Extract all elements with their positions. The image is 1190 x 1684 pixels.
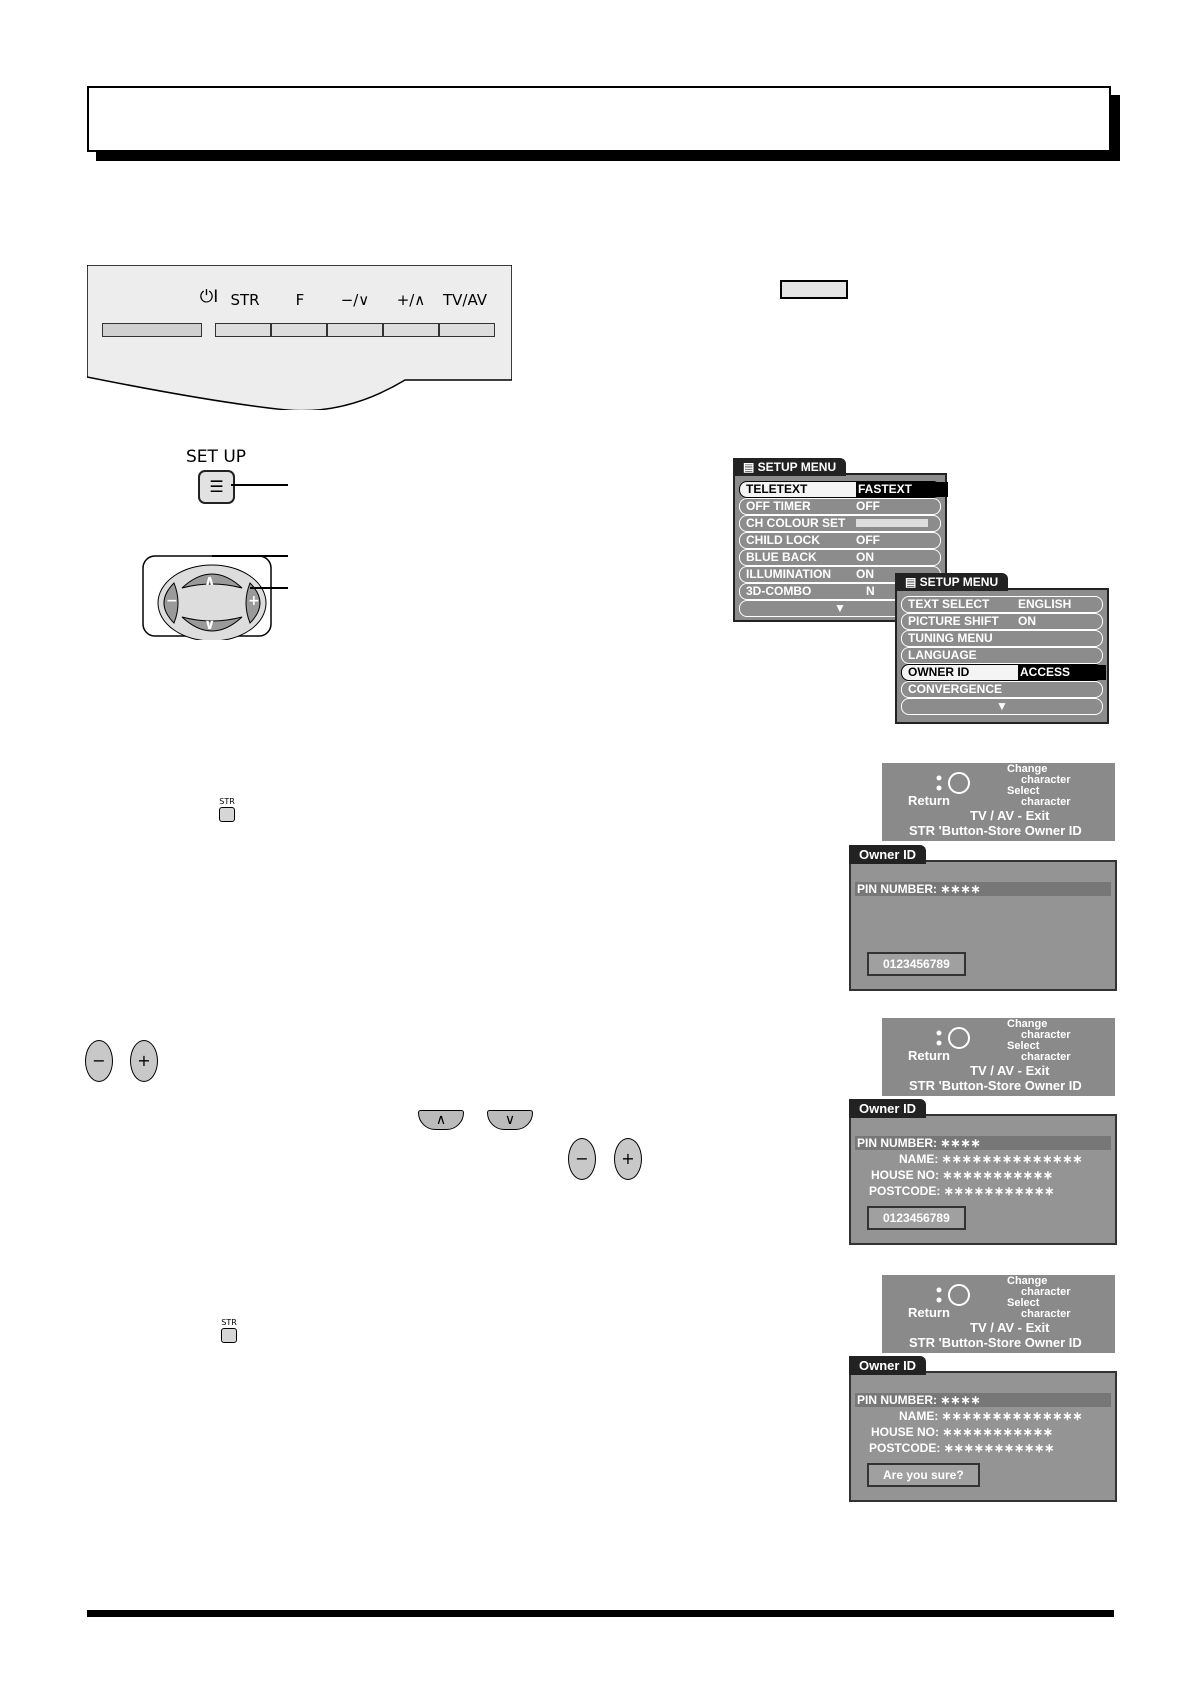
dpad-mini-icon [926, 1018, 1016, 1062]
postcode-row[interactable]: POSTCODE: ∗∗∗∗∗∗∗∗∗∗∗ [869, 1184, 1055, 1198]
menu-row-convergence[interactable]: CONVERGENCE [901, 681, 1103, 698]
menu-icon: ▤ [905, 575, 920, 589]
down-arrow-icon[interactable]: ∨ [487, 1110, 533, 1130]
panel-label-minus: −/∨ [340, 291, 370, 309]
dpad-mini-icon [926, 1275, 1016, 1319]
panel-minus-button[interactable] [327, 323, 383, 337]
menu-more-icon[interactable]: ▼ [739, 600, 941, 617]
plus-icon[interactable]: + [614, 1138, 642, 1180]
owner-id-panel-1: Owner ID PIN NUMBER: ∗∗∗∗ 0123456789 [849, 845, 1117, 991]
setup-button[interactable]: ☰ [198, 470, 235, 504]
help-panel-2: Change character Select character Return… [882, 1018, 1115, 1096]
direction-pad: ∧ ∨ − + [142, 555, 272, 642]
leader-line [212, 555, 288, 557]
dpad-mini-icon [926, 763, 970, 799]
str-button[interactable]: STR [219, 1318, 239, 1343]
owner-id-panel-2: Owner ID PIN NUMBER: ∗∗∗∗ NAME: ∗∗∗∗∗∗∗∗… [849, 1099, 1117, 1245]
name-row[interactable]: NAME: ∗∗∗∗∗∗∗∗∗∗∗∗∗∗ [899, 1409, 1083, 1423]
leader-line [250, 587, 288, 589]
menu-more-icon[interactable]: ▼ [901, 698, 1103, 715]
setup-label: SET UP [186, 447, 247, 467]
help-panel-3: Change character Select character Return… [882, 1275, 1115, 1353]
tv-front-panel: ⏻I STR F −/∨ +/∧ TV/AV [87, 265, 512, 410]
postcode-row[interactable]: POSTCODE: ∗∗∗∗∗∗∗∗∗∗∗ [869, 1441, 1055, 1455]
direction-pad-shape [142, 555, 272, 642]
setup-menu-title: ▤ SETUP MENU [733, 458, 847, 476]
house-row[interactable]: HOUSE NO: ∗∗∗∗∗∗∗∗∗∗∗ [871, 1168, 1053, 1182]
panel-str-button[interactable] [215, 323, 271, 337]
menu-row-language[interactable]: LANGUAGE [901, 647, 1103, 664]
owner-id-title: Owner ID [849, 845, 927, 864]
menu-icon: ▤ [743, 460, 758, 474]
menu-row-tuning-menu[interactable]: TUNING MENU [901, 630, 1103, 647]
pin-row-bar [855, 1393, 1111, 1407]
power-label: ⏻I [199, 287, 219, 307]
button-key-icon [780, 280, 848, 299]
panel-shape [87, 265, 512, 410]
minus-icon[interactable]: − [85, 1040, 113, 1082]
minus-icon[interactable]: − [166, 593, 178, 609]
plus-icon[interactable]: + [130, 1040, 158, 1082]
colour-slider[interactable] [856, 519, 928, 527]
pin-row-bar [855, 882, 1111, 896]
panel-label-plus: +/∧ [396, 291, 426, 309]
menu-row-ch-colour-set[interactable]: CH COLOUR SET [739, 515, 941, 532]
confirm-button[interactable]: Are you sure? [867, 1463, 980, 1487]
owner-id-title: Owner ID [849, 1099, 927, 1118]
panel-label-tvav: TV/AV [442, 291, 488, 309]
footer-rule [87, 1610, 1114, 1617]
pin-row[interactable]: PIN NUMBER: ∗∗∗∗ [857, 1136, 981, 1150]
panel-label-f: F [295, 291, 305, 309]
panel-tvav-button[interactable] [439, 323, 495, 337]
pin-row-bar [855, 1136, 1111, 1150]
down-arrow-icon[interactable]: ∨ [204, 617, 216, 633]
page-title-box [87, 86, 1111, 152]
minus-icon[interactable]: − [568, 1138, 596, 1180]
panel-plus-button[interactable] [383, 323, 439, 337]
plus-icon[interactable]: + [248, 593, 260, 609]
help-panel-1: Change character Select character Return… [882, 763, 1115, 841]
pin-row[interactable]: PIN NUMBER: ∗∗∗∗ [857, 1393, 981, 1407]
leader-line [231, 484, 288, 486]
name-row[interactable]: NAME: ∗∗∗∗∗∗∗∗∗∗∗∗∗∗ [899, 1152, 1083, 1166]
up-arrow-icon[interactable]: ∧ [418, 1110, 464, 1130]
up-arrow-icon[interactable]: ∧ [204, 573, 216, 589]
digit-selector[interactable]: 0123456789 [867, 1206, 966, 1230]
panel-label-str: STR [230, 291, 260, 309]
pin-row[interactable]: PIN NUMBER: ∗∗∗∗ [857, 882, 981, 896]
owner-id-panel-3: Owner ID PIN NUMBER: ∗∗∗∗ NAME: ∗∗∗∗∗∗∗∗… [849, 1356, 1117, 1502]
str-button[interactable]: STR [217, 797, 237, 822]
panel-f-button[interactable] [271, 323, 327, 337]
digit-selector[interactable]: 0123456789 [867, 952, 966, 976]
house-row[interactable]: HOUSE NO: ∗∗∗∗∗∗∗∗∗∗∗ [871, 1425, 1053, 1439]
setup-menu-title: ▤ SETUP MENU [895, 573, 1009, 591]
owner-id-title: Owner ID [849, 1356, 927, 1375]
power-button[interactable] [102, 323, 202, 337]
